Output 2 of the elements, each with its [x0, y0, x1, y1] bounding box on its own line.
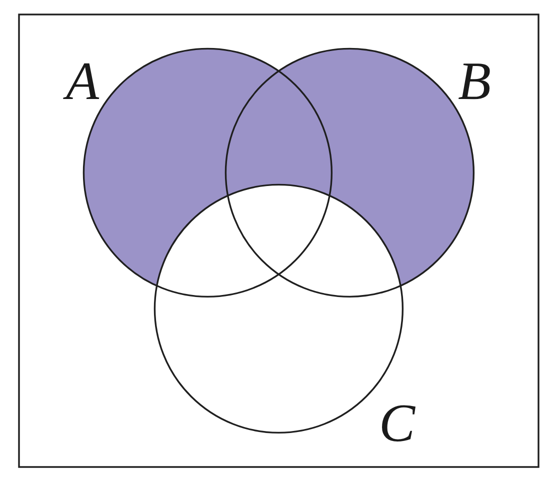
set-label: B	[458, 54, 491, 108]
set-label: C	[378, 396, 416, 450]
